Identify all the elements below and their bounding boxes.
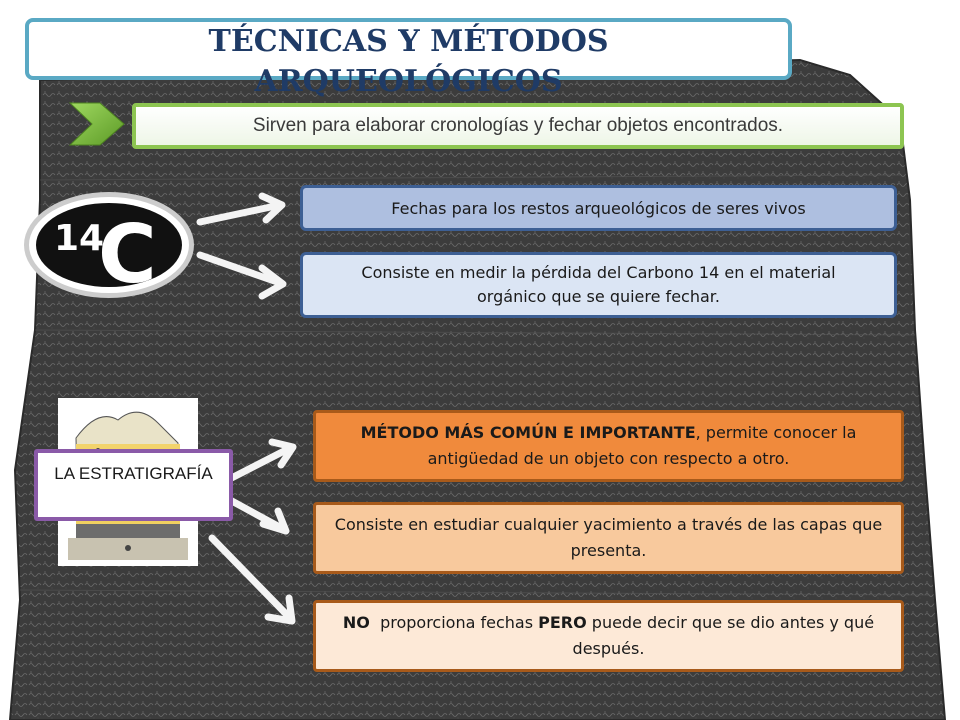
carbon-method-box: Consiste en medir la pérdida del Carbono…	[300, 252, 897, 318]
stratigraphy-common-bold: MÉTODO MÁS COMÚN E IMPORTANTE	[360, 423, 696, 442]
stratigraphy-layers-text: Consiste en estudiar cualquier yacimient…	[334, 515, 883, 560]
stratigraphy-common-box: MÉTODO MÁS COMÚN E IMPORTANTE, permite c…	[313, 410, 904, 482]
stratigraphy-label: LA ESTRATIGRAFÍA	[54, 464, 213, 483]
carbon-method-text: Consiste en medir la pérdida del Carbono…	[361, 263, 836, 306]
stratigraphy-no-dates-text: NO proporciona fechas PERO puede decir q…	[336, 610, 881, 662]
subtitle-box: Sirven para elaborar cronologías y fecha…	[132, 103, 904, 149]
logo-letter: C	[98, 208, 157, 300]
chevron-right-icon	[68, 102, 125, 146]
carbon-dates-text: Fechas para los restos arqueológicos de …	[391, 198, 806, 218]
logo-number: 14	[54, 218, 104, 259]
subtitle-text: Sirven para elaborar cronologías y fecha…	[252, 115, 784, 136]
stratigraphy-layers-box: Consiste en estudiar cualquier yacimient…	[313, 502, 904, 574]
carbon-dates-box: Fechas para los restos arqueológicos de …	[300, 185, 897, 231]
pero-bold: PERO	[538, 613, 587, 632]
no-text-1: proporciona fechas	[369, 613, 539, 632]
stratigraphy-common-rest: , permite conocer la antigüedad de un ob…	[427, 423, 857, 468]
no-bold: NO	[342, 613, 370, 632]
carbon-14-logo: 14 C	[24, 192, 194, 300]
stratigraphy-no-dates-box: NO proporciona fechas PERO puede decir q…	[313, 600, 904, 672]
stratigraphy-label-box: LA ESTRATIGRAFÍA	[34, 449, 233, 521]
page-title: TÉCNICAS Y MÉTODOS ARQUEOLÓGICOS	[208, 24, 609, 99]
title-box: TÉCNICAS Y MÉTODOS ARQUEOLÓGICOS	[25, 18, 792, 99]
no-text-2: puede decir que se dio antes y qué despu…	[572, 613, 880, 658]
stratigraphy-common-text: MÉTODO MÁS COMÚN E IMPORTANTE, permite c…	[330, 420, 887, 472]
